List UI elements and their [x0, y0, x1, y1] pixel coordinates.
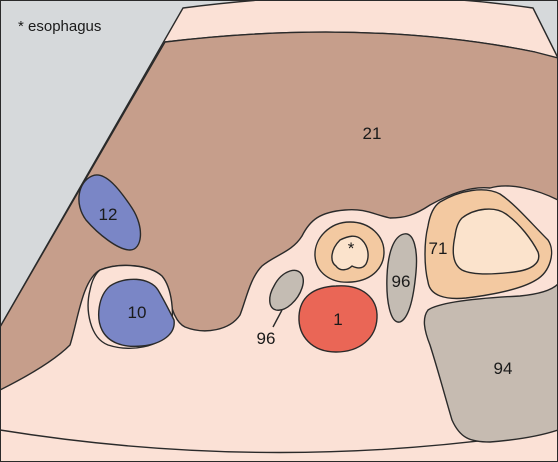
label-71: 71: [429, 239, 448, 258]
label-21: 21: [363, 124, 382, 143]
label-esophagus-marker: *: [348, 239, 355, 258]
label-96-right: 96: [392, 272, 411, 291]
label-10: 10: [128, 303, 147, 322]
label-96-left: 96: [257, 329, 276, 348]
legend-note: * esophagus: [18, 18, 101, 35]
label-94: 94: [494, 359, 513, 378]
label-1: 1: [333, 310, 342, 329]
label-12: 12: [99, 205, 118, 224]
